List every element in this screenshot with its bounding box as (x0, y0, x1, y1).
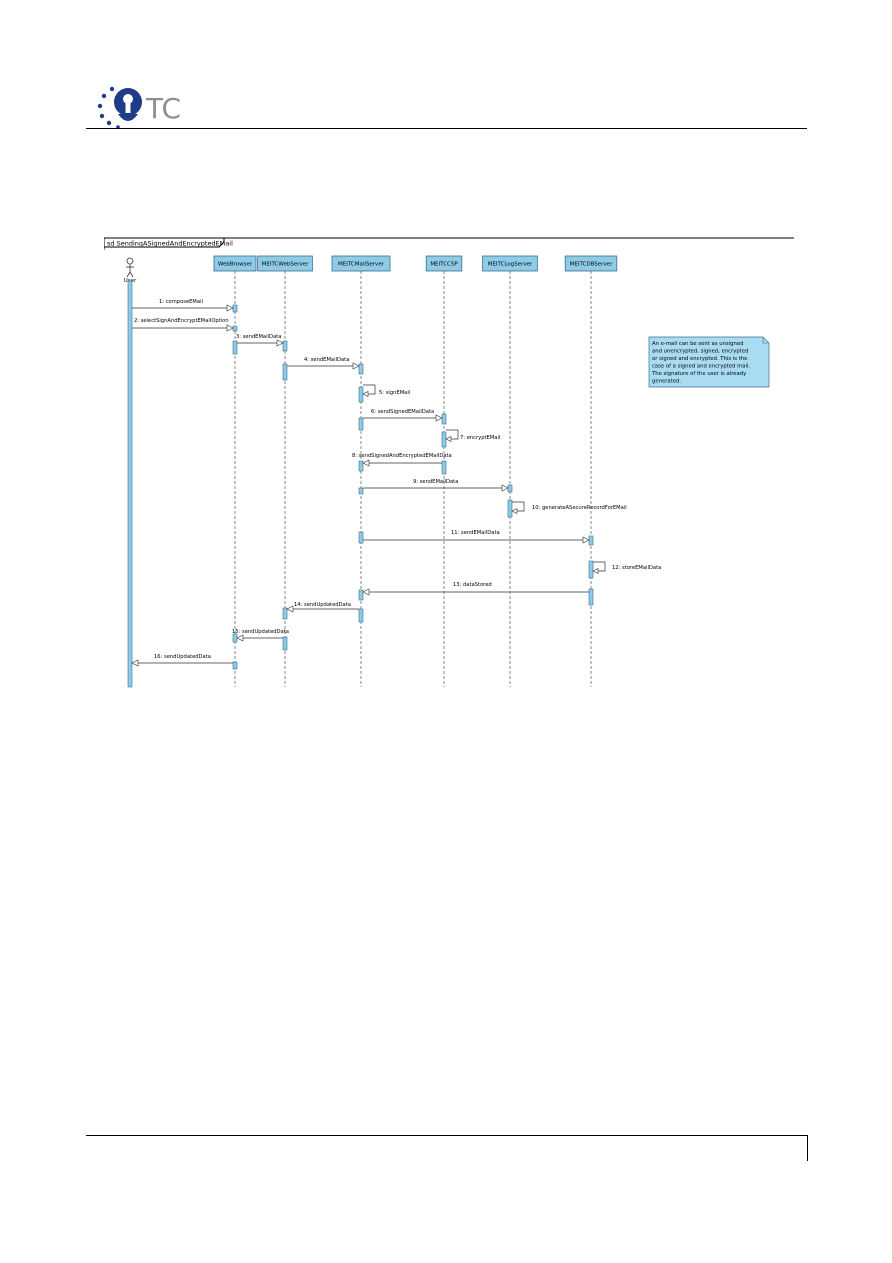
message-label: 1: composeEMail (159, 299, 203, 305)
activation-bar (282, 607, 288, 620)
note-text-line: and unencrypted, signed, encrypted (652, 349, 748, 355)
lifeline-head-label: MEITCCSP (430, 262, 458, 268)
frame-label-box (103, 238, 225, 248)
sequence-diagram: sd SendingASignedAndEncryptedEMailUserWe… (103, 232, 794, 692)
self-message-loop (512, 501, 525, 512)
note-text-line: An e-mail can be sent as unsigned (652, 341, 743, 347)
message-label: 8: sendSignedAndEncryptedEMailData (352, 453, 452, 459)
message-arrowhead (501, 484, 509, 492)
note-text-line: generated. (652, 379, 681, 385)
message-arrowhead (511, 508, 518, 514)
message-label: 12: storeEMailData (612, 565, 661, 571)
message-label: 13: dataStored (453, 582, 492, 588)
footer-rule (86, 1135, 807, 1136)
note-text-line: The signature of the user is already (651, 371, 746, 377)
activation-bar (588, 535, 594, 546)
message-arrowhead (131, 659, 139, 667)
message-label: 10: generateASecureRecordForEMail (532, 505, 627, 511)
actor-leg-right (129, 271, 134, 278)
activation-bar (232, 661, 238, 670)
message-label: 6: sendSignedEMailData (371, 409, 434, 415)
message-arrowhead (286, 605, 294, 613)
activation-bar (282, 636, 288, 651)
note-text-line: case of a signed and encrypted mail. (652, 364, 750, 370)
activation-bar (358, 460, 364, 472)
message-arrowhead (236, 634, 244, 642)
message-label: 16: sendUpdatedData (154, 654, 211, 660)
note-text-line: or signed and encrypted. This is the (652, 356, 747, 362)
message-label: 3: sendEMailData (236, 334, 281, 340)
activation-bar (588, 560, 594, 579)
activation-bar (358, 487, 364, 495)
note-fold (762, 337, 769, 344)
activation-bar (358, 589, 364, 601)
logo-stars-icon (97, 86, 120, 129)
lifeline-head-label: WebBrowser (218, 262, 253, 268)
activation-bar (358, 608, 364, 623)
activation-bar (358, 417, 364, 431)
logo-text: TC (145, 92, 181, 125)
actor-leg-left (126, 271, 131, 278)
frame-label: sd SendingASignedAndEncryptedEMail (107, 240, 233, 248)
activation-bar (282, 340, 288, 352)
message-arrowhead (276, 339, 284, 347)
message-arrowhead (445, 436, 452, 442)
message-arrowhead (362, 391, 369, 397)
message-arrowhead (362, 588, 370, 596)
keyhole-icon (114, 88, 142, 121)
activation-bar (358, 363, 364, 375)
footer-tick (807, 1135, 808, 1161)
activation-bar (232, 340, 238, 355)
activation-bar (441, 431, 447, 448)
message-arrowhead (226, 324, 234, 332)
self-message-loop (593, 561, 606, 572)
message-arrowhead (362, 459, 370, 467)
activation-bar (232, 325, 238, 332)
lifeline-head-label: MEITCWebServer (262, 262, 309, 268)
lifeline-head-label: MEITCDBServer (570, 262, 613, 268)
lifeline-head-label: MEITCLogServer (488, 262, 533, 268)
message-label: 11: sendEMailData (451, 530, 500, 536)
activation-bar (358, 531, 364, 544)
activation-bar (507, 499, 513, 518)
lifeline-head-label: MEITCMailServer (338, 262, 385, 268)
message-arrowhead (582, 536, 590, 544)
activation-bar (441, 460, 447, 475)
message-label: 4: sendEMailData (304, 357, 349, 363)
message-label: 14: sendUpdatedData (294, 602, 351, 608)
message-arrowhead (226, 304, 234, 312)
actor-head-icon (126, 257, 134, 265)
activation-bar (441, 413, 447, 425)
company-logo: TC (96, 84, 206, 129)
activation-bar (358, 386, 364, 403)
message-label: 2: selectSignAndEncryptEMailOption (134, 318, 229, 324)
message-label: 5: signEMail (379, 390, 410, 396)
self-message-loop (363, 384, 376, 395)
activation-bar (282, 363, 288, 381)
activation-bar (588, 588, 594, 606)
header-rule (86, 128, 807, 129)
message-arrowhead (435, 414, 443, 422)
note-box (648, 336, 770, 388)
message-label: 7: encryptEMail (460, 435, 500, 441)
message-arrowhead (592, 568, 599, 574)
message-arrowhead (352, 362, 360, 370)
message-label: 9: sendEMailData (413, 479, 458, 485)
message-label: 15: sendUpdatedData (232, 629, 289, 635)
actor-activation-bar (127, 280, 133, 688)
self-message-loop (446, 429, 459, 440)
activation-bar (507, 484, 513, 493)
activation-bar (232, 304, 238, 313)
